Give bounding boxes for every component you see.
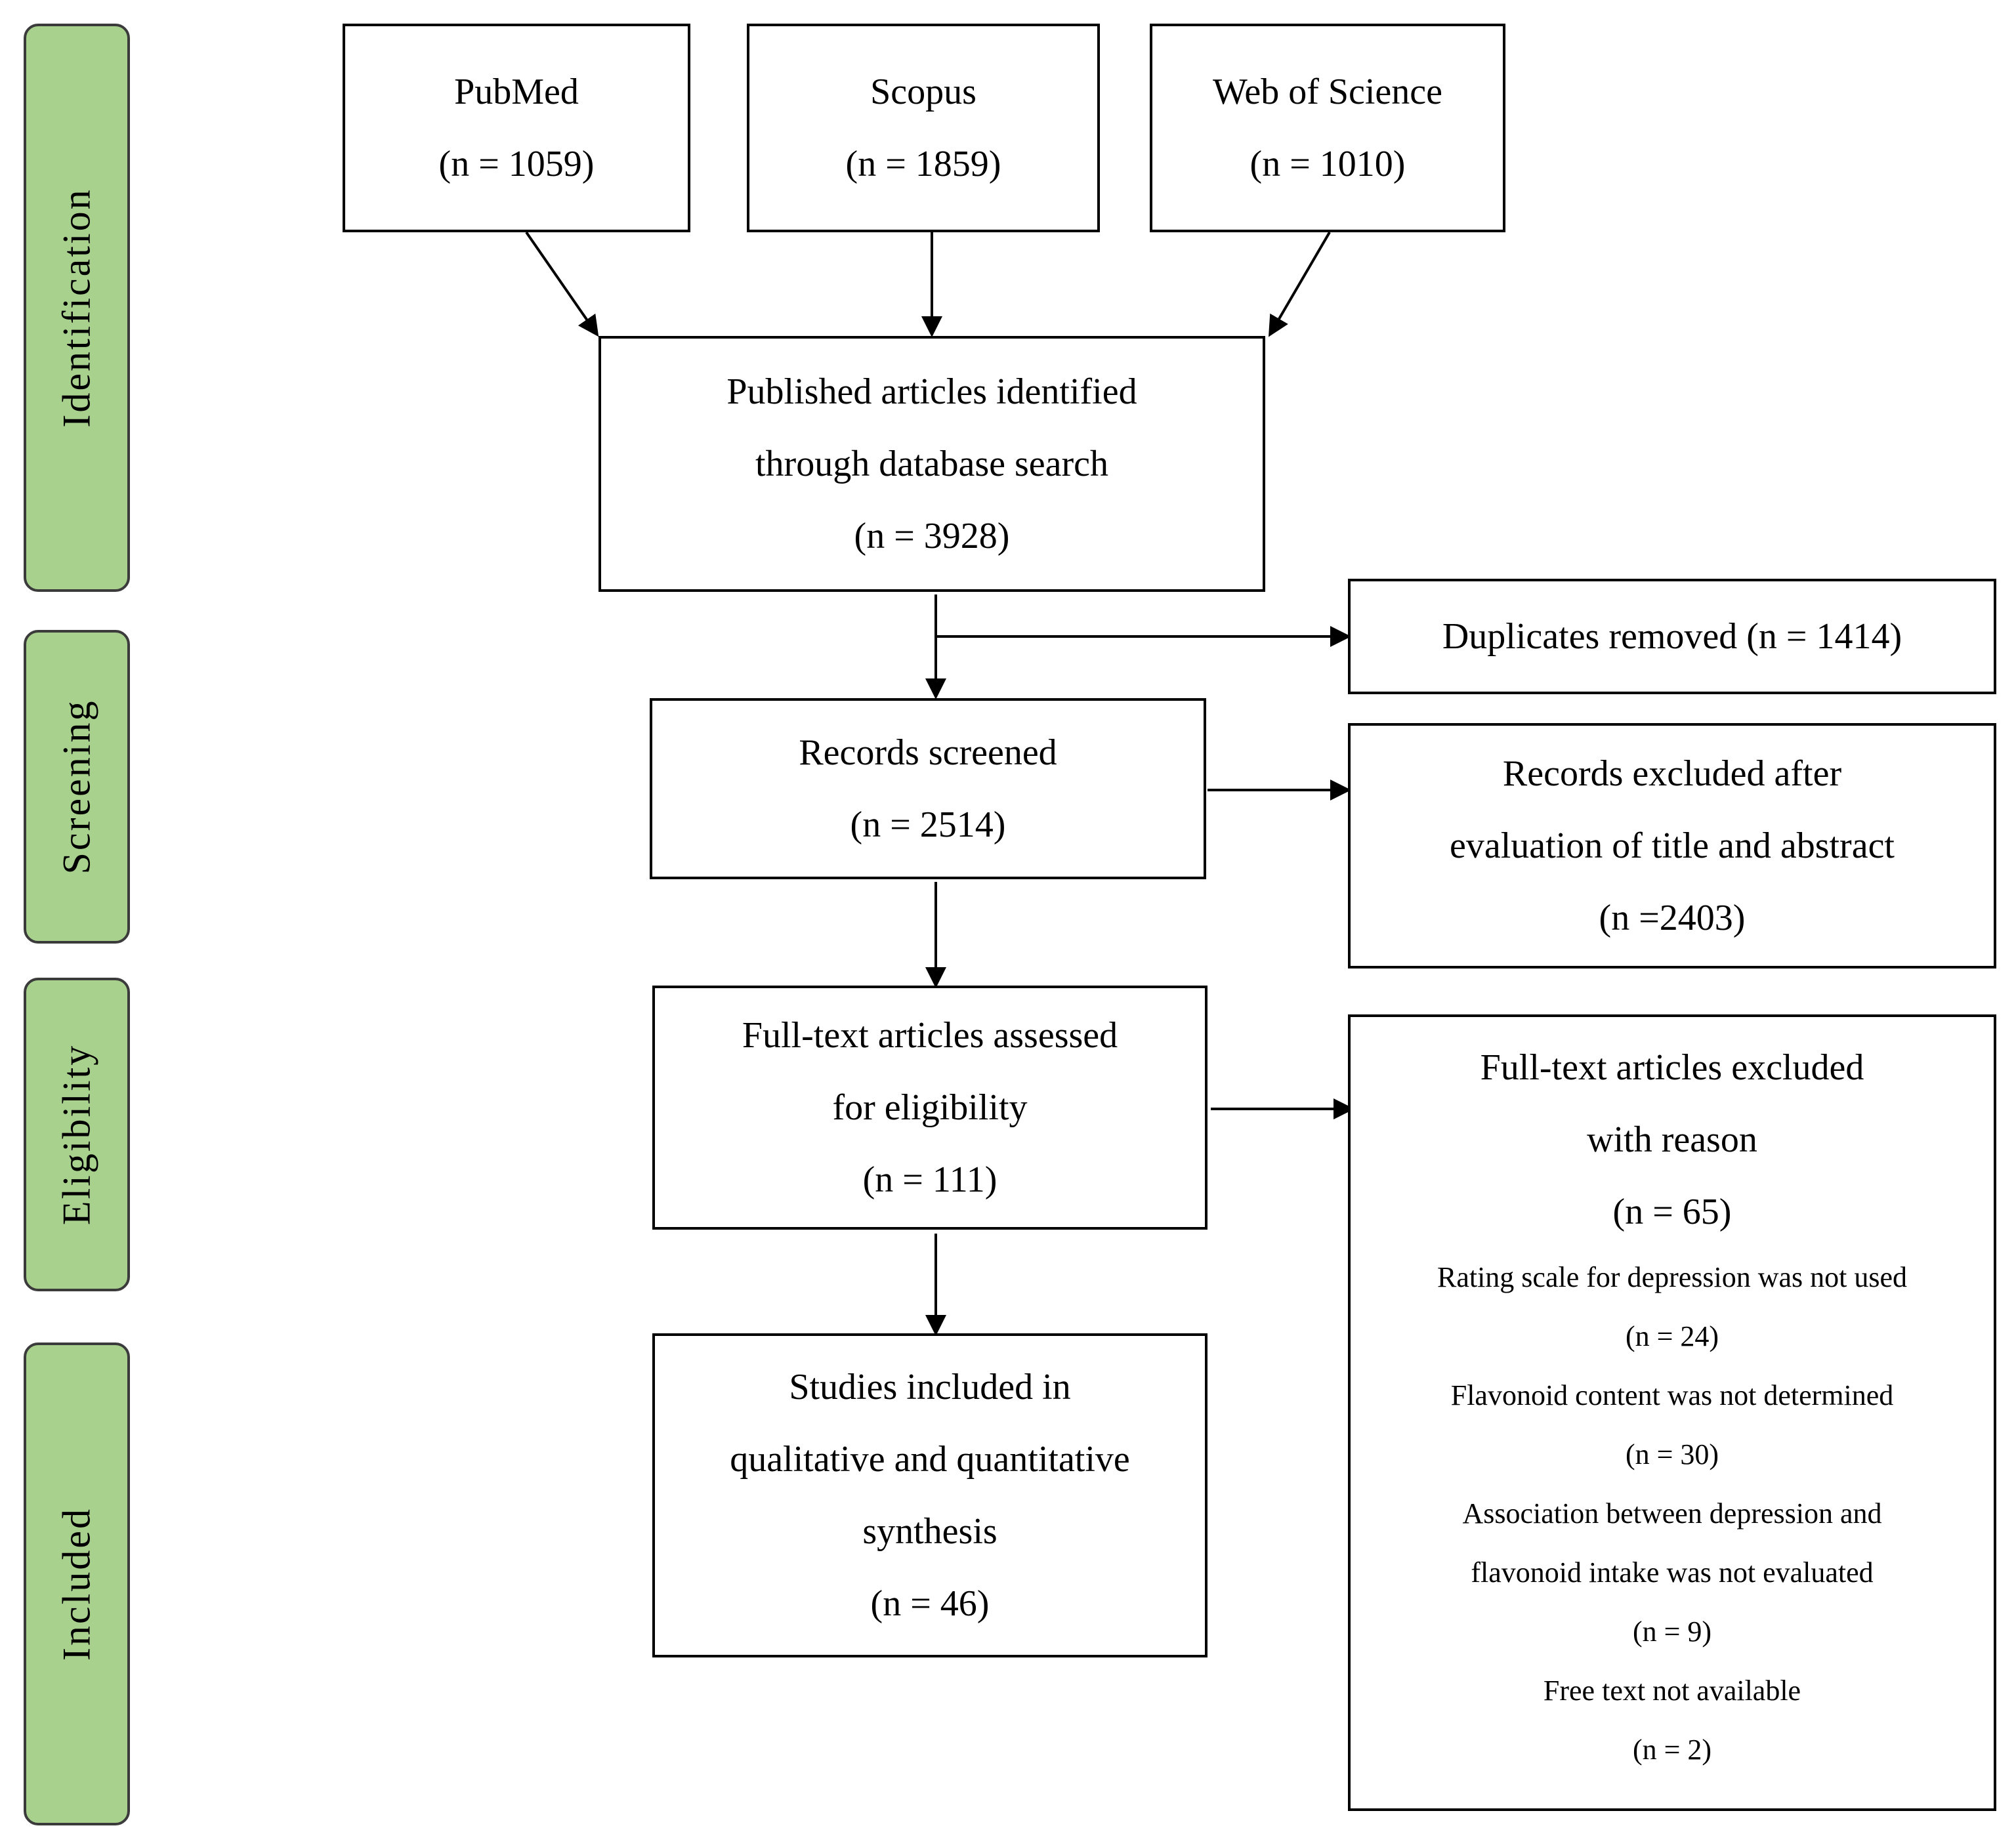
source-pubmed-box: PubMed (n = 1059) xyxy=(343,24,690,232)
reason-flavonoid-content-count: (n = 30) xyxy=(1625,1438,1719,1470)
source-scopus-box: Scopus (n = 1859) xyxy=(747,24,1100,232)
fulltext-count: (n = 111) xyxy=(862,1159,998,1200)
source-scopus-count: (n = 1859) xyxy=(845,144,1001,184)
excluded-fulltext-box: Full-text articles excluded with reason … xyxy=(1348,1014,1996,1811)
reason-free-text-count: (n = 2) xyxy=(1632,1734,1712,1766)
screened-line1: Records screened xyxy=(799,732,1057,773)
fulltext-line2: for eligibility xyxy=(832,1087,1028,1128)
identified-count: (n = 3928) xyxy=(854,516,1010,556)
source-wos-box: Web of Science (n = 1010) xyxy=(1150,24,1505,232)
phase-eligibility: Eligibility xyxy=(24,978,130,1291)
source-wos-name: Web of Science xyxy=(1213,72,1442,112)
reason-association-line2: flavonoid intake was not evaluated xyxy=(1471,1556,1874,1589)
phase-included: Included xyxy=(24,1343,130,1825)
source-pubmed-count: (n = 1059) xyxy=(438,144,595,184)
identified-box: Published articles identified through da… xyxy=(598,336,1265,592)
included-count: (n = 46) xyxy=(870,1583,990,1624)
excluded-fulltext-line1: Full-text articles excluded xyxy=(1480,1047,1864,1088)
screened-count: (n = 2514) xyxy=(850,804,1006,845)
reason-association-line1: Association between depression and xyxy=(1462,1497,1882,1530)
arrow-wos-to-identified xyxy=(1268,231,1331,337)
excluded-fulltext-count: (n = 65) xyxy=(1612,1192,1732,1232)
excluded-screening-line2: evaluation of title and abstract xyxy=(1450,825,1895,866)
duplicates-box: Duplicates removed (n = 1414) xyxy=(1348,579,1996,694)
fulltext-line1: Full-text articles assessed xyxy=(742,1015,1118,1056)
fulltext-box: Full-text articles assessed for eligibil… xyxy=(652,986,1208,1230)
excluded-screening-box: Records excluded after evaluation of tit… xyxy=(1348,723,1996,968)
phase-screening: Screening xyxy=(24,630,130,944)
identified-line2: through database search xyxy=(755,444,1108,484)
excluded-screening-count: (n =2403) xyxy=(1599,898,1746,938)
included-line1: Studies included in xyxy=(789,1367,1071,1407)
source-pubmed-name: PubMed xyxy=(454,72,579,112)
phase-identification: Identification xyxy=(24,24,130,592)
reason-flavonoid-content: Flavonoid content was not determined xyxy=(1450,1379,1894,1411)
screened-box: Records screened (n = 2514) xyxy=(650,698,1206,879)
excluded-screening-line1: Records excluded after xyxy=(1502,753,1842,794)
included-box: Studies included in qualitative and quan… xyxy=(652,1333,1208,1657)
source-wos-count: (n = 1010) xyxy=(1250,144,1406,184)
arrow-pubmed-to-identified xyxy=(525,231,599,337)
included-line2: qualitative and quantitative xyxy=(730,1439,1130,1480)
reason-association-count: (n = 9) xyxy=(1632,1615,1712,1648)
duplicates-text: Duplicates removed (n = 1414) xyxy=(1442,616,1902,657)
reason-rating-scale-count: (n = 24) xyxy=(1625,1320,1719,1352)
identified-line1: Published articles identified xyxy=(726,371,1137,412)
reason-rating-scale: Rating scale for depression was not used xyxy=(1437,1261,1908,1293)
included-line3: synthesis xyxy=(862,1511,998,1552)
excluded-fulltext-line2: with reason xyxy=(1587,1119,1757,1160)
reason-free-text: Free text not available xyxy=(1543,1675,1801,1707)
source-scopus-name: Scopus xyxy=(870,72,976,112)
